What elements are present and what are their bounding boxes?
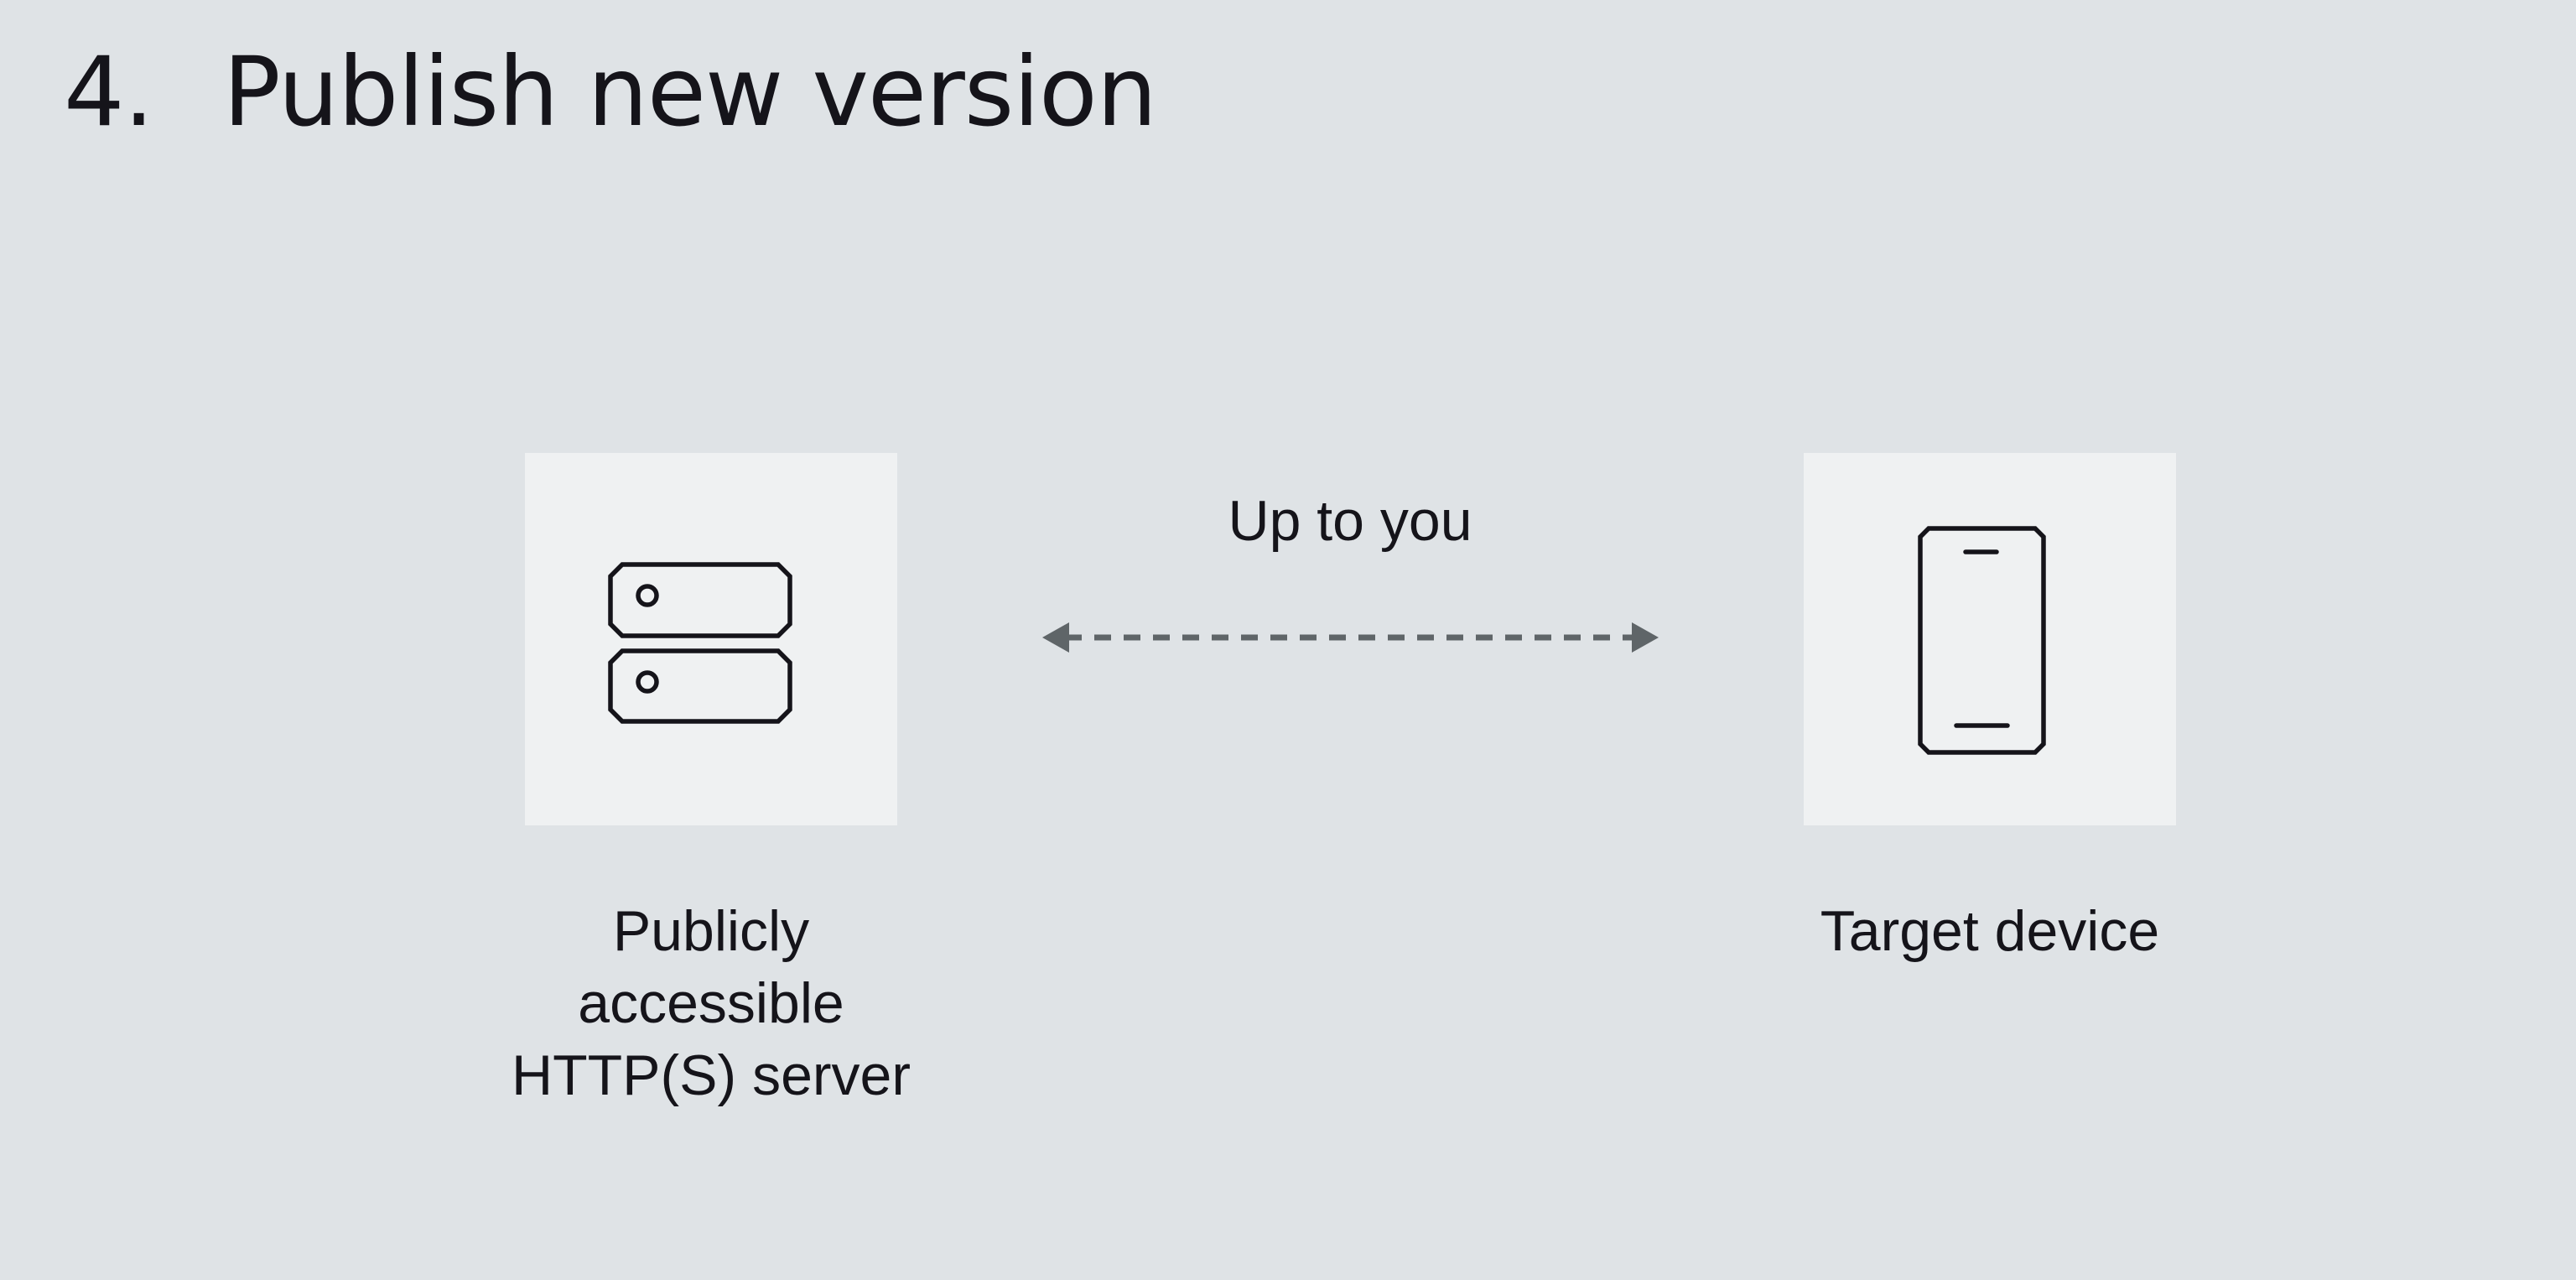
server-icon	[608, 562, 792, 724]
page-title: 4. Publish new version	[64, 34, 1157, 151]
server-label-line-1: Publicly	[612, 899, 810, 963]
server-label-line-2: accessible	[578, 971, 844, 1035]
device-label: Target device	[1820, 899, 2160, 963]
bidirectional-dashed-arrow-icon	[1042, 622, 1659, 653]
device-node	[1804, 453, 2176, 825]
step-title: Publish new version	[223, 36, 1157, 148]
connector-label: Up to you	[1228, 489, 1472, 553]
server-label: Publicly accessible HTTP(S) server	[460, 895, 963, 1111]
server-node	[525, 453, 897, 825]
mobile-phone-icon	[1918, 526, 2046, 755]
server-label-line-3: HTTP(S) server	[512, 1043, 911, 1107]
step-number: 4.	[64, 36, 154, 148]
